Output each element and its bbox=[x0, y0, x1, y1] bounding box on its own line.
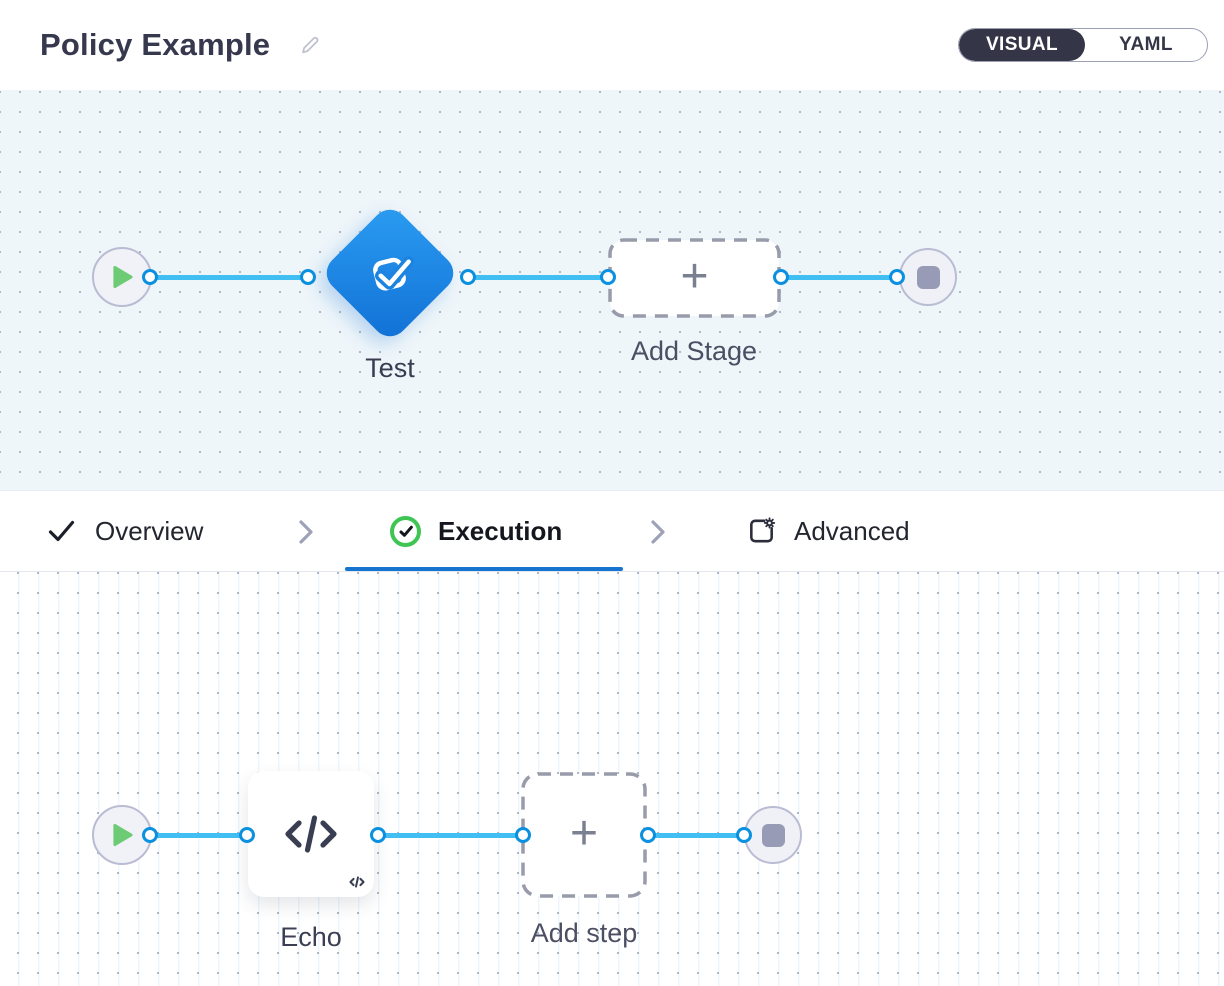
code-corner-icon bbox=[349, 876, 365, 888]
add-stage-label: Add Stage bbox=[630, 336, 758, 366]
connector-port[interactable] bbox=[142, 827, 158, 843]
stage-node-test[interactable] bbox=[319, 202, 461, 344]
connector-port[interactable] bbox=[142, 269, 158, 285]
tab-execution[interactable]: Execution bbox=[390, 491, 562, 571]
connector-port[interactable] bbox=[640, 827, 656, 843]
check-icon bbox=[48, 520, 75, 542]
edge-line bbox=[648, 832, 744, 838]
pipeline-end-node[interactable] bbox=[899, 248, 957, 306]
stop-icon bbox=[916, 265, 940, 289]
connector-port[interactable] bbox=[460, 269, 476, 285]
play-icon bbox=[112, 265, 133, 289]
check-circle-icon bbox=[390, 515, 421, 547]
add-step-button[interactable]: + bbox=[521, 772, 647, 898]
edge-line bbox=[378, 832, 523, 838]
toggle-visual[interactable]: VISUAL bbox=[959, 29, 1085, 61]
connector-port[interactable] bbox=[370, 827, 386, 843]
add-step-label: Add step bbox=[530, 918, 638, 948]
active-tab-underline bbox=[345, 567, 623, 571]
tab-advanced[interactable]: Advanced bbox=[746, 491, 910, 571]
edge-line bbox=[781, 274, 897, 280]
chevron-right-icon bbox=[299, 520, 313, 544]
visual-yaml-toggle[interactable]: VISUAL YAML bbox=[958, 28, 1208, 62]
tab-label: Execution bbox=[438, 515, 563, 546]
stage-config-tabs: Overview Execution bbox=[0, 490, 1224, 572]
execution-end-node[interactable] bbox=[744, 806, 802, 864]
tab-overview[interactable]: Overview bbox=[45, 491, 203, 571]
connector-port[interactable] bbox=[773, 269, 789, 285]
toggle-yaml[interactable]: YAML bbox=[1119, 34, 1173, 55]
play-icon bbox=[112, 823, 133, 847]
connector-port[interactable] bbox=[515, 827, 531, 843]
step-node-echo[interactable] bbox=[248, 771, 374, 897]
connector-port[interactable] bbox=[300, 269, 316, 285]
connector-port[interactable] bbox=[736, 827, 752, 843]
page-title: Policy Example bbox=[40, 27, 271, 62]
connector-port[interactable] bbox=[600, 269, 616, 285]
stage-node-label: Test bbox=[365, 353, 415, 383]
stop-icon bbox=[761, 823, 785, 847]
edge-line bbox=[468, 274, 608, 280]
edge-line bbox=[150, 832, 247, 838]
stage-approval-icon bbox=[361, 242, 419, 305]
code-icon bbox=[285, 815, 337, 853]
plus-icon: + bbox=[680, 249, 709, 303]
add-stage-button[interactable]: + bbox=[608, 238, 781, 318]
execution-canvas[interactable]: Echo + Add step bbox=[0, 572, 1224, 986]
tab-label: Advanced bbox=[794, 515, 910, 546]
edge-line bbox=[150, 274, 308, 280]
chevron-right-icon bbox=[651, 520, 665, 544]
connector-port[interactable] bbox=[889, 269, 905, 285]
connector-port[interactable] bbox=[239, 827, 255, 843]
settings-square-icon bbox=[750, 517, 776, 543]
edit-pencil-icon[interactable] bbox=[298, 33, 322, 62]
header: Policy Example VISUAL YAML bbox=[0, 0, 1224, 90]
tab-label: Overview bbox=[95, 515, 204, 546]
step-node-label: Echo bbox=[280, 922, 342, 952]
stage-canvas[interactable]: Test + Add Stage bbox=[0, 90, 1224, 490]
plus-icon: + bbox=[569, 806, 599, 860]
